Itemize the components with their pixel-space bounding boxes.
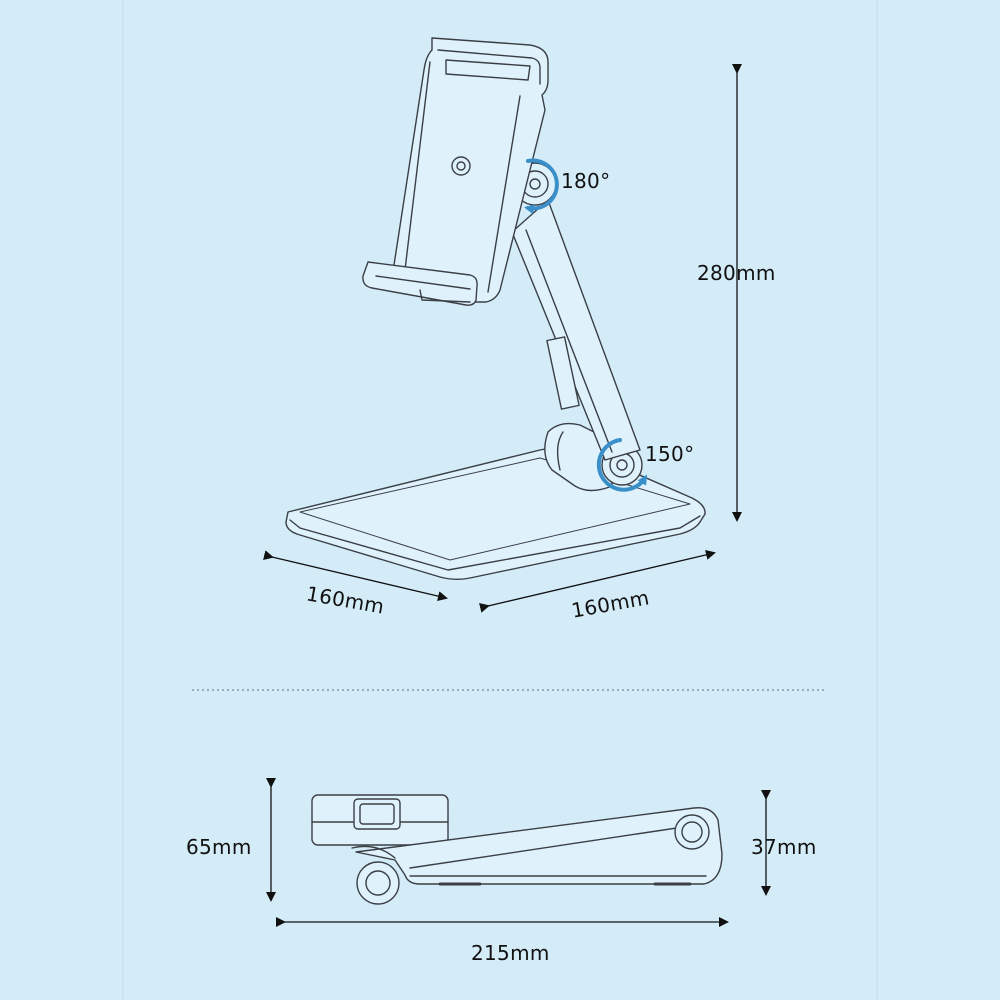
rotation-arrow-top: [524, 158, 559, 215]
folded-base-label: 37mm: [751, 835, 817, 859]
dimension-lines-upright: [263, 64, 742, 613]
tablet-holder: [362, 37, 549, 306]
stand-folded-view: [311, 794, 723, 905]
folded-height-label: 65mm: [186, 835, 252, 859]
rotation-arrow-bottom: [596, 438, 648, 492]
width-dimension-line: [479, 549, 716, 613]
folded-length-label: 215mm: [471, 941, 550, 965]
height-label: 280mm: [697, 261, 776, 285]
rotation-bottom-label: 150°: [645, 442, 695, 466]
stand-upright-view: [285, 37, 706, 580]
folded-holder: [311, 794, 449, 846]
folded-base: [351, 807, 723, 905]
dimension-lines-folded: [266, 778, 771, 927]
rotation-top-label: 180°: [561, 169, 611, 193]
depth-dimension-line: [263, 550, 448, 602]
support-arm: [511, 199, 641, 461]
